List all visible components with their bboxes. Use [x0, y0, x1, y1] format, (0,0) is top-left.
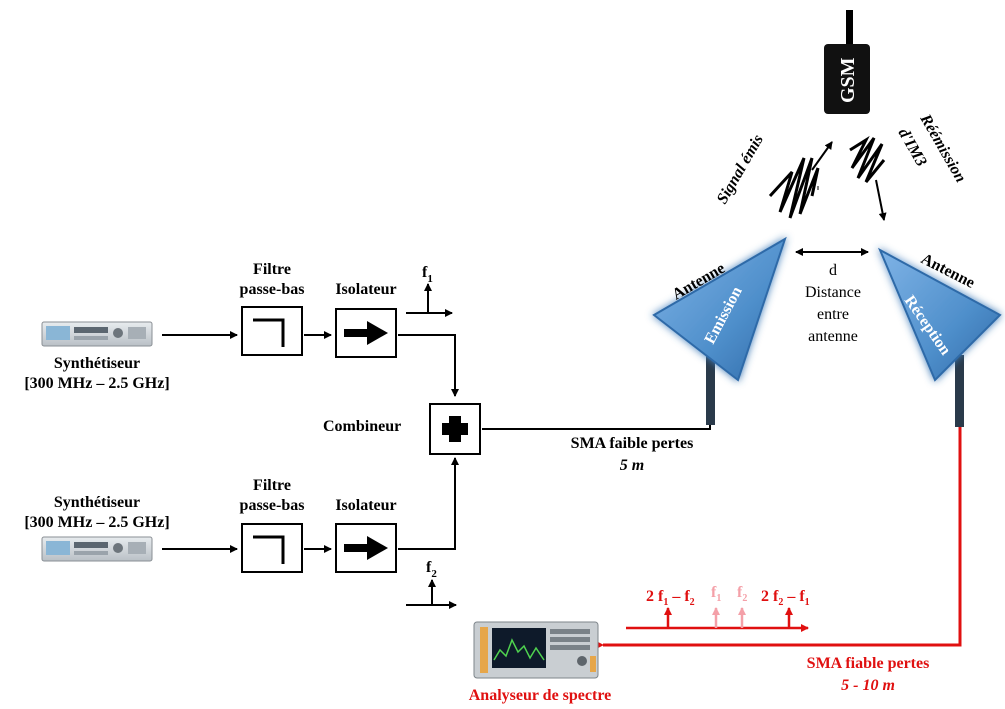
f1-label: f1	[422, 264, 433, 285]
filter-top-line2: passe-bas	[240, 281, 305, 298]
arrow-right-icon	[344, 536, 388, 560]
spectrum-f1-label: f1	[711, 584, 721, 604]
combiner	[429, 403, 481, 455]
signal-emis-label: Signal émis	[714, 132, 767, 207]
signal-emis-arrow	[811, 141, 833, 171]
reemission-arrow	[875, 179, 887, 221]
f2-label: f2	[426, 559, 437, 580]
reemission-line1: Réémission	[916, 111, 969, 186]
wave-icon	[849, 135, 886, 183]
wire-iso1-combiner	[398, 334, 459, 397]
analyzer-label: Analyseur de spectre	[469, 687, 612, 704]
synth-top-title: Synthétiseur	[54, 355, 140, 372]
cable-tx	[482, 416, 711, 430]
distance-line3: antenne	[808, 328, 858, 345]
cable-tx-title: SMA faible pertes	[571, 435, 694, 452]
combiner-label: Combineur	[323, 418, 401, 435]
lowpass-filter-top	[241, 306, 303, 356]
distance-line1: Distance	[805, 284, 861, 301]
synth-top-range: [300 MHz – 2.5 GHz]	[24, 375, 169, 392]
cable-rx-title: SMA fiable pertes	[807, 655, 930, 672]
filter-top-line1: Filtre	[253, 261, 291, 278]
distance-line2: entre	[817, 306, 849, 323]
spectrum-im-low-label: 2 f1 – f2	[646, 588, 695, 608]
cable-rx-length: 5 - 10 m	[841, 677, 895, 694]
synth-bottom-title: Synthétiseur	[54, 494, 140, 511]
plus-icon	[442, 416, 468, 442]
arrow-right-icon	[344, 321, 388, 345]
synthesizer-top	[41, 321, 153, 347]
wire-iso2-combiner	[398, 457, 459, 550]
isolator-top-label: Isolateur	[335, 281, 396, 298]
filter-bottom-line2: passe-bas	[240, 497, 305, 514]
antenna-rx	[877, 247, 1002, 427]
spectrum-im-high-label: 2 f2 – f1	[761, 588, 810, 608]
gsm-phone-icon	[824, 10, 870, 114]
lowpass-filter-icon	[253, 318, 285, 347]
isolator-bottom-label: Isolateur	[335, 497, 396, 514]
wave-icon	[768, 157, 820, 219]
isolator-top	[335, 308, 397, 358]
filter-bottom-line1: Filtre	[253, 477, 291, 494]
synth-bottom-range: [300 MHz – 2.5 GHz]	[24, 514, 169, 531]
gsm-label: GSM	[837, 57, 859, 103]
spectrum-f2-label: f2	[737, 584, 747, 604]
spectrum-analyzer	[473, 621, 599, 679]
lowpass-filter-bottom	[241, 523, 303, 573]
cable-rx	[594, 427, 962, 650]
cable-tx-length: 5 m	[620, 457, 644, 474]
lowpass-filter-icon	[253, 535, 285, 564]
distance-symbol: d	[829, 262, 837, 279]
isolator-bottom	[335, 523, 397, 573]
synthesizer-bottom	[41, 536, 153, 562]
antenna-tx	[652, 236, 787, 425]
